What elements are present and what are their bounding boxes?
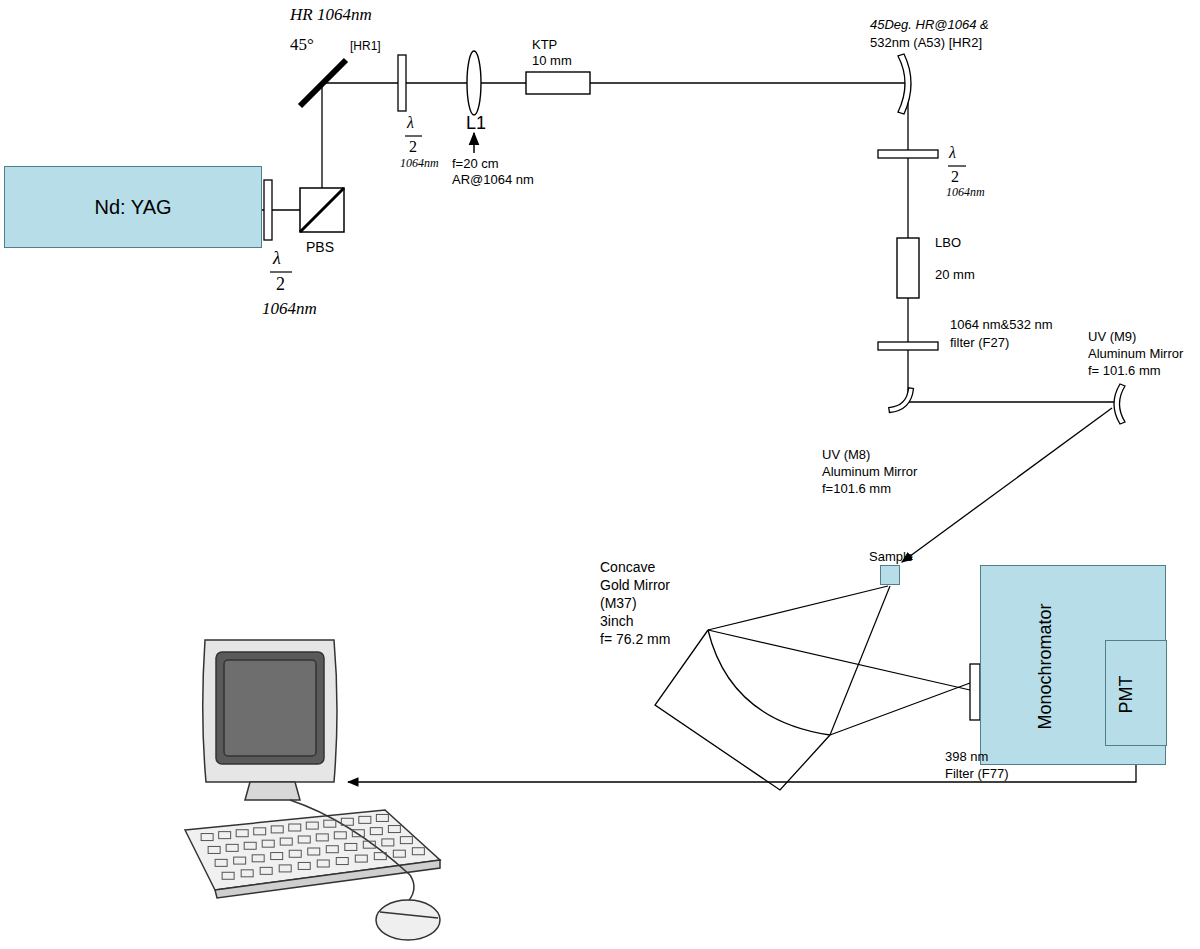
component-label: LBO — [935, 236, 961, 250]
lbo-crystal — [897, 238, 919, 298]
component-label: λ — [949, 144, 956, 162]
component-label: Aluminum Mirror — [822, 465, 917, 479]
ktp-crystal — [526, 72, 590, 94]
component-label: 1064nm — [946, 186, 985, 199]
node-label: Sample — [869, 549, 913, 564]
component-label: Filter (F77) — [945, 767, 1009, 781]
component-label: λ — [273, 249, 281, 269]
component-label: f= 101.6 mm — [1088, 364, 1161, 378]
keyboard-keys — [201, 814, 424, 879]
component-label: f=20 cm — [452, 157, 499, 171]
half-wave-plate — [264, 55, 938, 350]
component-label: UV (M8) — [822, 448, 870, 462]
sample-box: Sample — [880, 565, 900, 585]
component-label: [HR1] — [350, 40, 381, 53]
laser-beam — [240, 82, 1116, 562]
component-label: UV (M9) — [1088, 330, 1136, 344]
component-label: 1064nm — [400, 157, 439, 170]
component-label: 10 mm — [532, 54, 572, 68]
m8-mirror — [887, 386, 919, 418]
component-label: PBS — [306, 240, 334, 255]
component-label: L1 — [466, 114, 486, 134]
node-label: Monochromator — [1035, 603, 1056, 729]
component-label: Concave — [600, 560, 655, 575]
pmt-box: PMT — [1105, 640, 1167, 746]
component-label: HR 1064nm — [290, 6, 372, 25]
lens-l1 — [467, 51, 481, 115]
component-label: λ — [407, 114, 414, 132]
gold-mirror — [655, 630, 830, 790]
component-label: 2 — [276, 275, 285, 295]
component-label: 2 — [951, 168, 959, 186]
pointer-arrow — [473, 133, 475, 153]
component-label: 45Deg. HR@1064 & — [870, 18, 989, 32]
computer-icon — [185, 640, 440, 940]
node-label: Nd: YAG — [94, 196, 171, 219]
laser-box: Nd: YAG — [4, 166, 262, 248]
component-label: 2 — [409, 138, 417, 156]
component-label: KTP — [532, 38, 557, 52]
component-label: 1064 nm&532 nm — [950, 318, 1053, 332]
component-label: f=101.6 mm — [822, 482, 891, 496]
hr1-mirror — [300, 60, 346, 106]
component-label: 3inch — [600, 614, 633, 629]
monochromator-box: MonochromatorPMT — [980, 565, 1166, 765]
hr2-mirror — [898, 54, 911, 114]
f77-filter — [970, 664, 980, 720]
node-label: PMT — [1116, 675, 1137, 713]
m9-mirror — [1114, 384, 1125, 424]
component-label: Gold Mirror — [600, 578, 670, 593]
fraction-bar — [270, 136, 966, 272]
collection-rays — [708, 586, 970, 735]
component-label: 20 mm — [935, 268, 975, 282]
component-label: 398 nm — [945, 750, 988, 764]
component-label: 532nm (A53) [HR2] — [870, 36, 982, 50]
component-label: 45° — [290, 36, 314, 55]
component-label: AR@1064 nm — [452, 173, 534, 187]
component-label: f= 76.2 mm — [600, 632, 670, 647]
component-label: 1064nm — [262, 300, 317, 319]
pbs-cube — [300, 188, 344, 232]
component-label: Aluminum Mirror — [1088, 347, 1183, 361]
component-label: filter (F27) — [950, 336, 1009, 350]
component-label: (M37) — [600, 596, 637, 611]
